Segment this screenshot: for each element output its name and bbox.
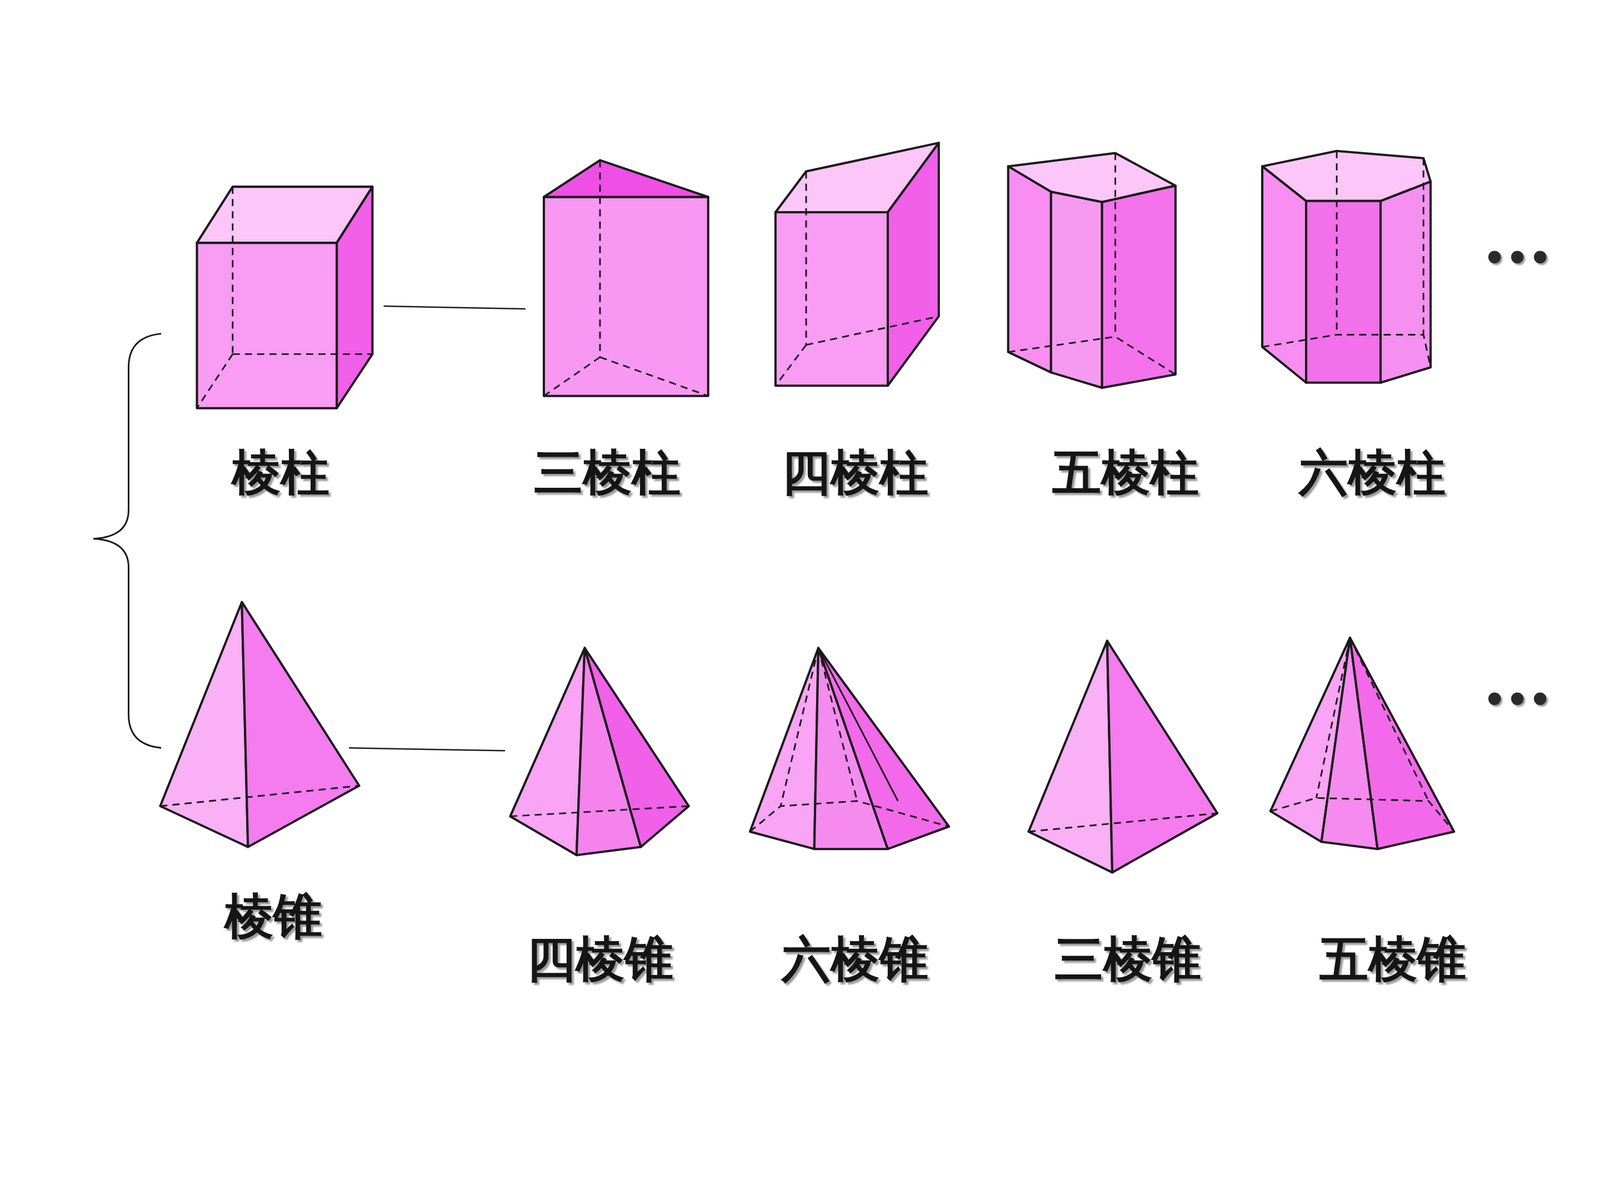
pyramid-figure: 棱锥 — [153, 596, 350, 949]
ellipsis-mark: ••• — [1483, 240, 1552, 277]
pyramid — [160, 602, 359, 848]
hexagonal-pyramid — [750, 647, 949, 849]
prism-figure: 棱柱 — [193, 181, 384, 505]
prism-figure: 四棱柱 — [767, 137, 944, 505]
pyramid-figure: 五棱锥 — [1265, 630, 1469, 992]
quadrangular-prism — [775, 142, 939, 386]
pyramid-figure: 三棱锥 — [1023, 634, 1223, 992]
pentagonal-prism — [1008, 153, 1176, 388]
solid-name: 棱锥 — [224, 888, 323, 945]
ellipsis-mark: ••• — [1483, 682, 1552, 718]
solid-name: 四棱柱 — [781, 444, 929, 501]
pyramid-figure: 四棱锥 — [505, 640, 694, 992]
solid-name: 六棱柱 — [1298, 444, 1446, 501]
quadrangular-pyramid — [510, 647, 689, 855]
solid-name: 五棱柱 — [1052, 444, 1199, 501]
triangular-pyramid — [1028, 640, 1218, 873]
solid-name: 棱柱 — [231, 444, 330, 501]
connector-line — [348, 747, 505, 751]
prism-figure: 六棱柱 — [1255, 146, 1448, 506]
cube-prism — [196, 186, 373, 409]
solid-name: 六棱锥 — [781, 931, 929, 988]
prism-figure: 三棱柱 — [525, 153, 715, 506]
solid-name: 四棱锥 — [526, 931, 674, 988]
brace — [93, 333, 162, 749]
triangular-prism — [543, 160, 709, 396]
hexagonal-prism — [1262, 151, 1431, 383]
solid-name: 三棱锥 — [1054, 931, 1202, 988]
connector-line — [383, 306, 526, 309]
solid-name: 五棱锥 — [1319, 931, 1467, 988]
pentagonal-pyramid — [1270, 637, 1455, 849]
solid-name: 三棱柱 — [533, 444, 681, 501]
prism-figure: 五棱柱 — [1002, 147, 1202, 505]
pyramid-figure: 六棱锥 — [745, 640, 955, 992]
